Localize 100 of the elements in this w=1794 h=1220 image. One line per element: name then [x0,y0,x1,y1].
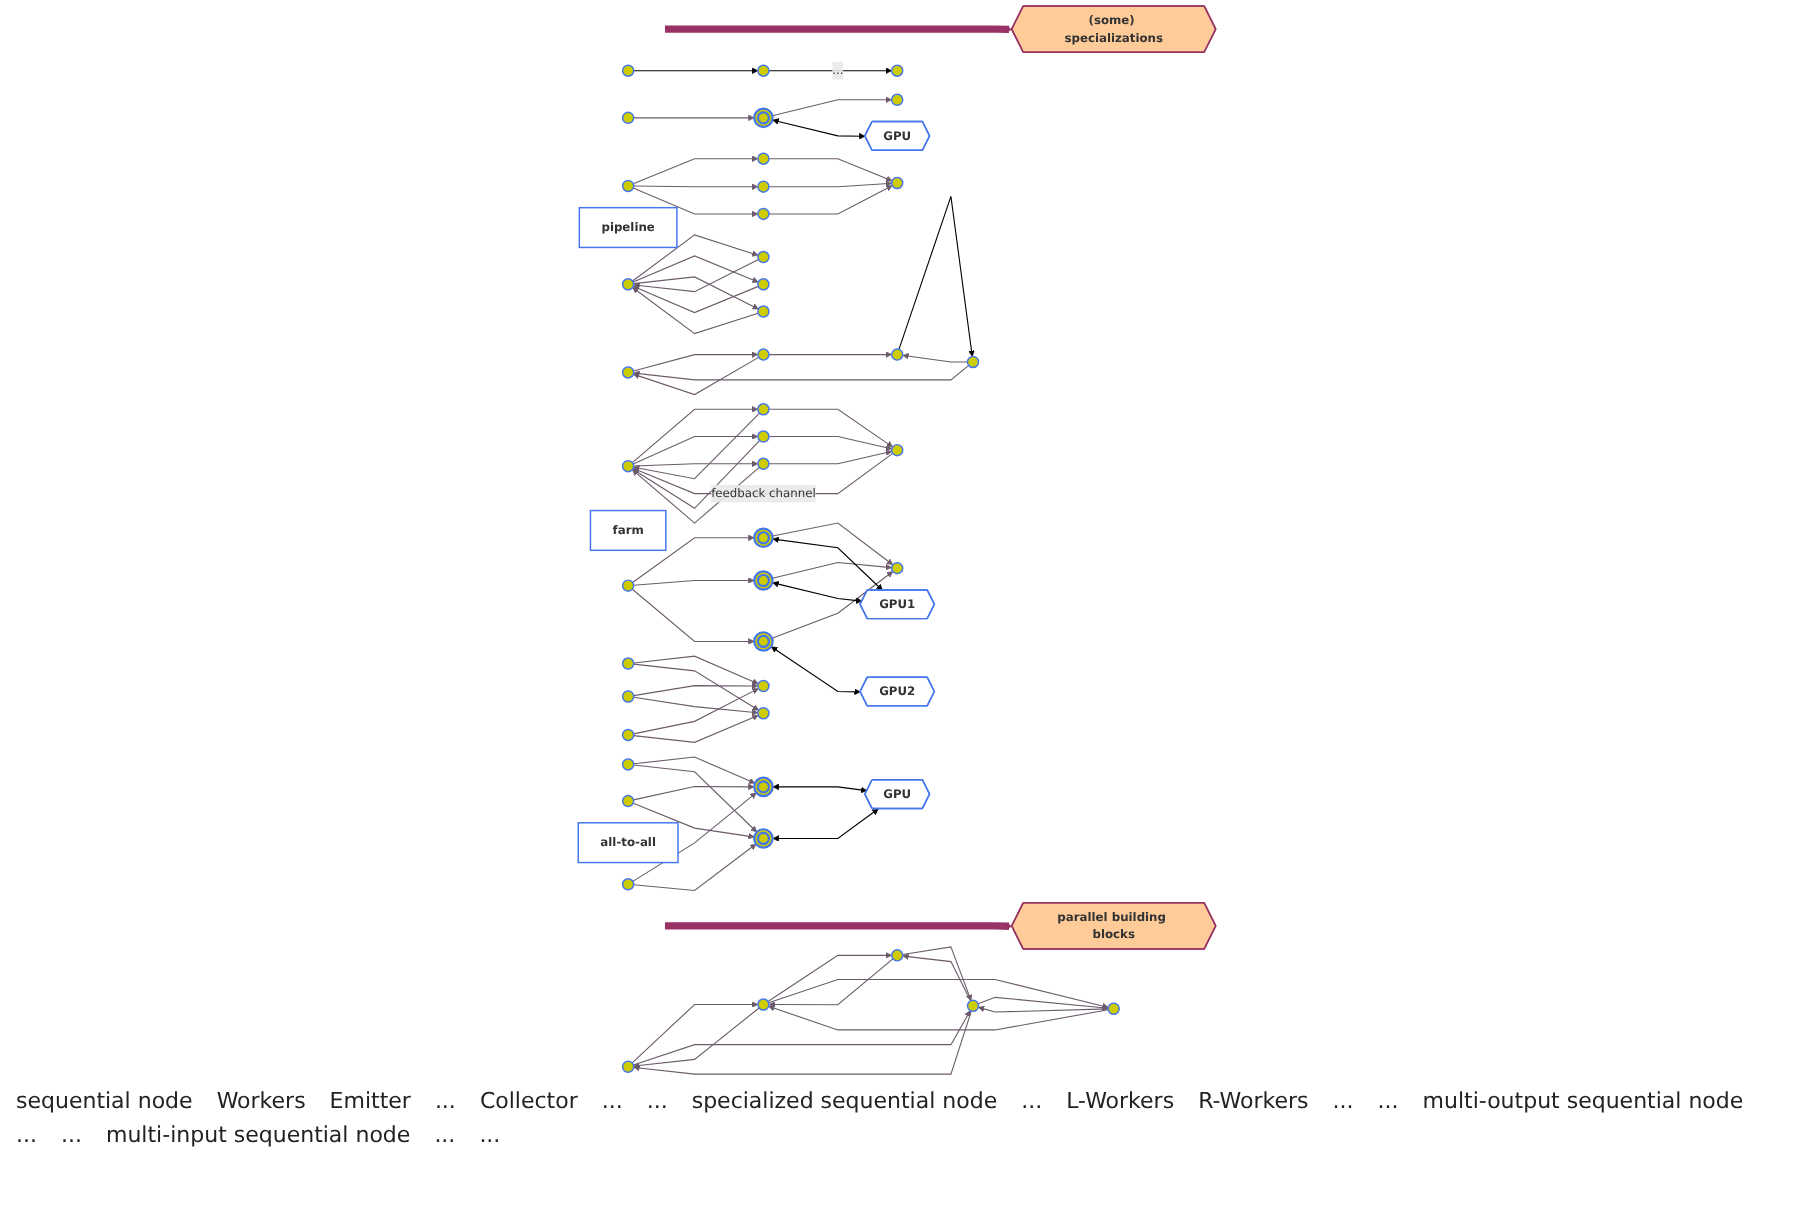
node-circle [757,64,770,77]
arrow [633,682,759,697]
node-circle [966,355,980,369]
node-circle [890,93,904,107]
arrow [977,996,1109,1011]
node-circle [757,679,770,693]
arrow [633,714,759,743]
arrow [664,25,1013,34]
arrow [768,449,893,465]
arrow [633,412,761,480]
arrow [632,255,759,283]
arrow [633,183,759,190]
note-text: ... [16,1122,37,1148]
arrow [772,783,868,794]
node-circle [1107,1002,1120,1015]
node-circle [621,111,635,125]
node-circle [890,561,904,575]
note-text: L-Workers [1066,1088,1175,1114]
node-circle [757,180,770,193]
note-text: Collector [479,1088,578,1114]
arrow [771,571,894,639]
node-circle [621,179,635,193]
node-circle [890,443,904,457]
note-text: sequential node [16,1088,193,1114]
node-circle [621,657,635,670]
node-circle [621,690,635,703]
arrow [632,534,755,583]
arrow [633,114,755,122]
node-circle [621,758,635,771]
arrow [898,195,975,357]
node-circle [621,1060,635,1073]
node-circle [966,999,980,1013]
node-circle [621,459,635,473]
arrow [768,1005,1109,1031]
arrow [768,351,892,358]
arrow [632,439,761,510]
arrow [633,364,970,381]
arrow [631,588,755,645]
note-text: ... [434,1122,456,1148]
note-text: Workers [216,1088,306,1114]
note-text: ... [479,1122,501,1148]
node-circle [757,430,770,443]
arrow [632,433,759,465]
arrow [633,843,757,892]
node-circle [757,250,770,264]
node-circle [621,579,635,592]
arrow [632,285,759,314]
note-text: multi-output sequential node [1422,1088,1744,1114]
arrow [633,276,759,310]
node-circle [757,348,770,361]
node-circle [890,64,904,77]
arrow [633,764,758,833]
note-text: ... [434,1088,456,1114]
arrow [771,522,894,566]
arrow [768,435,893,451]
node-circle [757,278,770,291]
arrow [978,1005,1109,1013]
arrow [632,155,759,185]
arrow [631,406,759,464]
arrow [632,351,759,372]
node-circle [621,366,635,379]
node-circle [757,207,770,221]
note-text: ... [1332,1088,1354,1114]
node-circle [757,998,770,1011]
arrow [632,452,894,495]
arrow [633,783,755,801]
node-circle [757,152,770,165]
node-circle [757,403,770,416]
arrow [771,96,892,117]
node-circle [757,707,770,720]
note-text: ... [646,1088,668,1114]
arrow [633,258,760,293]
arrow [632,234,759,282]
note-text: ... [601,1088,623,1114]
arrow [902,352,969,363]
note-text: Emitter [329,1088,411,1114]
arrow [768,180,892,188]
arrow [632,802,755,840]
arrow [772,536,883,591]
note-text: multi-input sequential node [106,1122,411,1148]
arrow [771,646,861,696]
note-text: ... [61,1122,82,1148]
arrow [772,580,863,604]
arrow [633,655,759,685]
node-circle [621,794,635,808]
note-text: specialized sequential node [691,1088,998,1114]
arrow [632,187,759,218]
arrow [633,577,755,586]
note-text: R-Workers [1198,1088,1309,1114]
node-circle [621,728,635,742]
arrow [633,696,759,716]
node-circle [757,305,770,318]
note-text: ... [1021,1088,1043,1114]
arrow [772,808,879,842]
arrow [632,792,757,882]
node-circle [757,457,770,471]
arrow [633,688,759,735]
arrow [772,118,866,140]
node-circle [890,348,904,361]
arrow [768,158,893,182]
